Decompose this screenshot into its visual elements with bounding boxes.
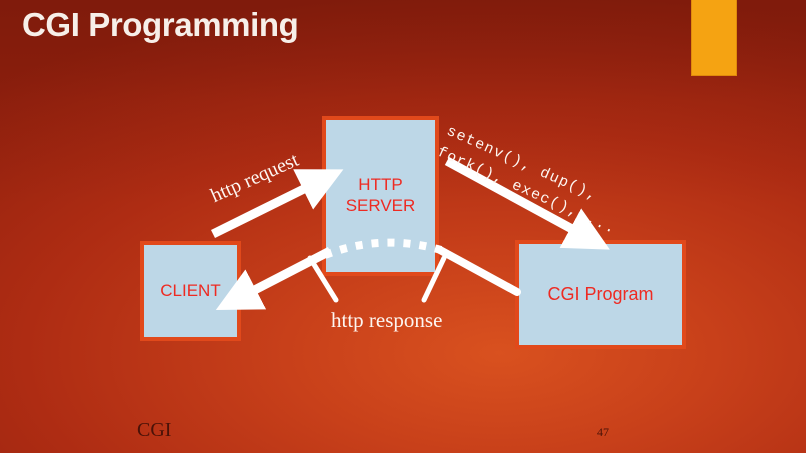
diagram-node-http-server[interactable]: HTTP SERVER <box>322 116 439 276</box>
page-title: CGI Programming <box>22 6 299 43</box>
node-label-http-server-line2: SERVER <box>345 196 416 215</box>
node-label-http-server-line1: HTTP <box>358 175 403 195</box>
edge-label-http-request: http request <box>207 148 303 208</box>
line-cgi-to-server <box>436 246 521 296</box>
edge-label-http-response: http response <box>331 308 443 332</box>
page-number: 47 <box>597 425 609 439</box>
node-label-http-server: HTTP SERVER <box>346 175 416 216</box>
diagram-node-cgi-program[interactable]: CGI Program <box>515 240 686 349</box>
accent-bar-decoration <box>691 0 737 76</box>
node-label-client: CLIENT <box>160 280 221 300</box>
diagram-node-client[interactable]: CLIENT <box>140 241 241 341</box>
footer-label: CGI <box>137 419 172 441</box>
arrow-server-to-client <box>215 247 333 311</box>
edge-label-system-calls: setenv(), dup(), fork(), exec(), ... <box>433 120 629 241</box>
node-label-cgi-program: CGI Program <box>547 283 654 304</box>
